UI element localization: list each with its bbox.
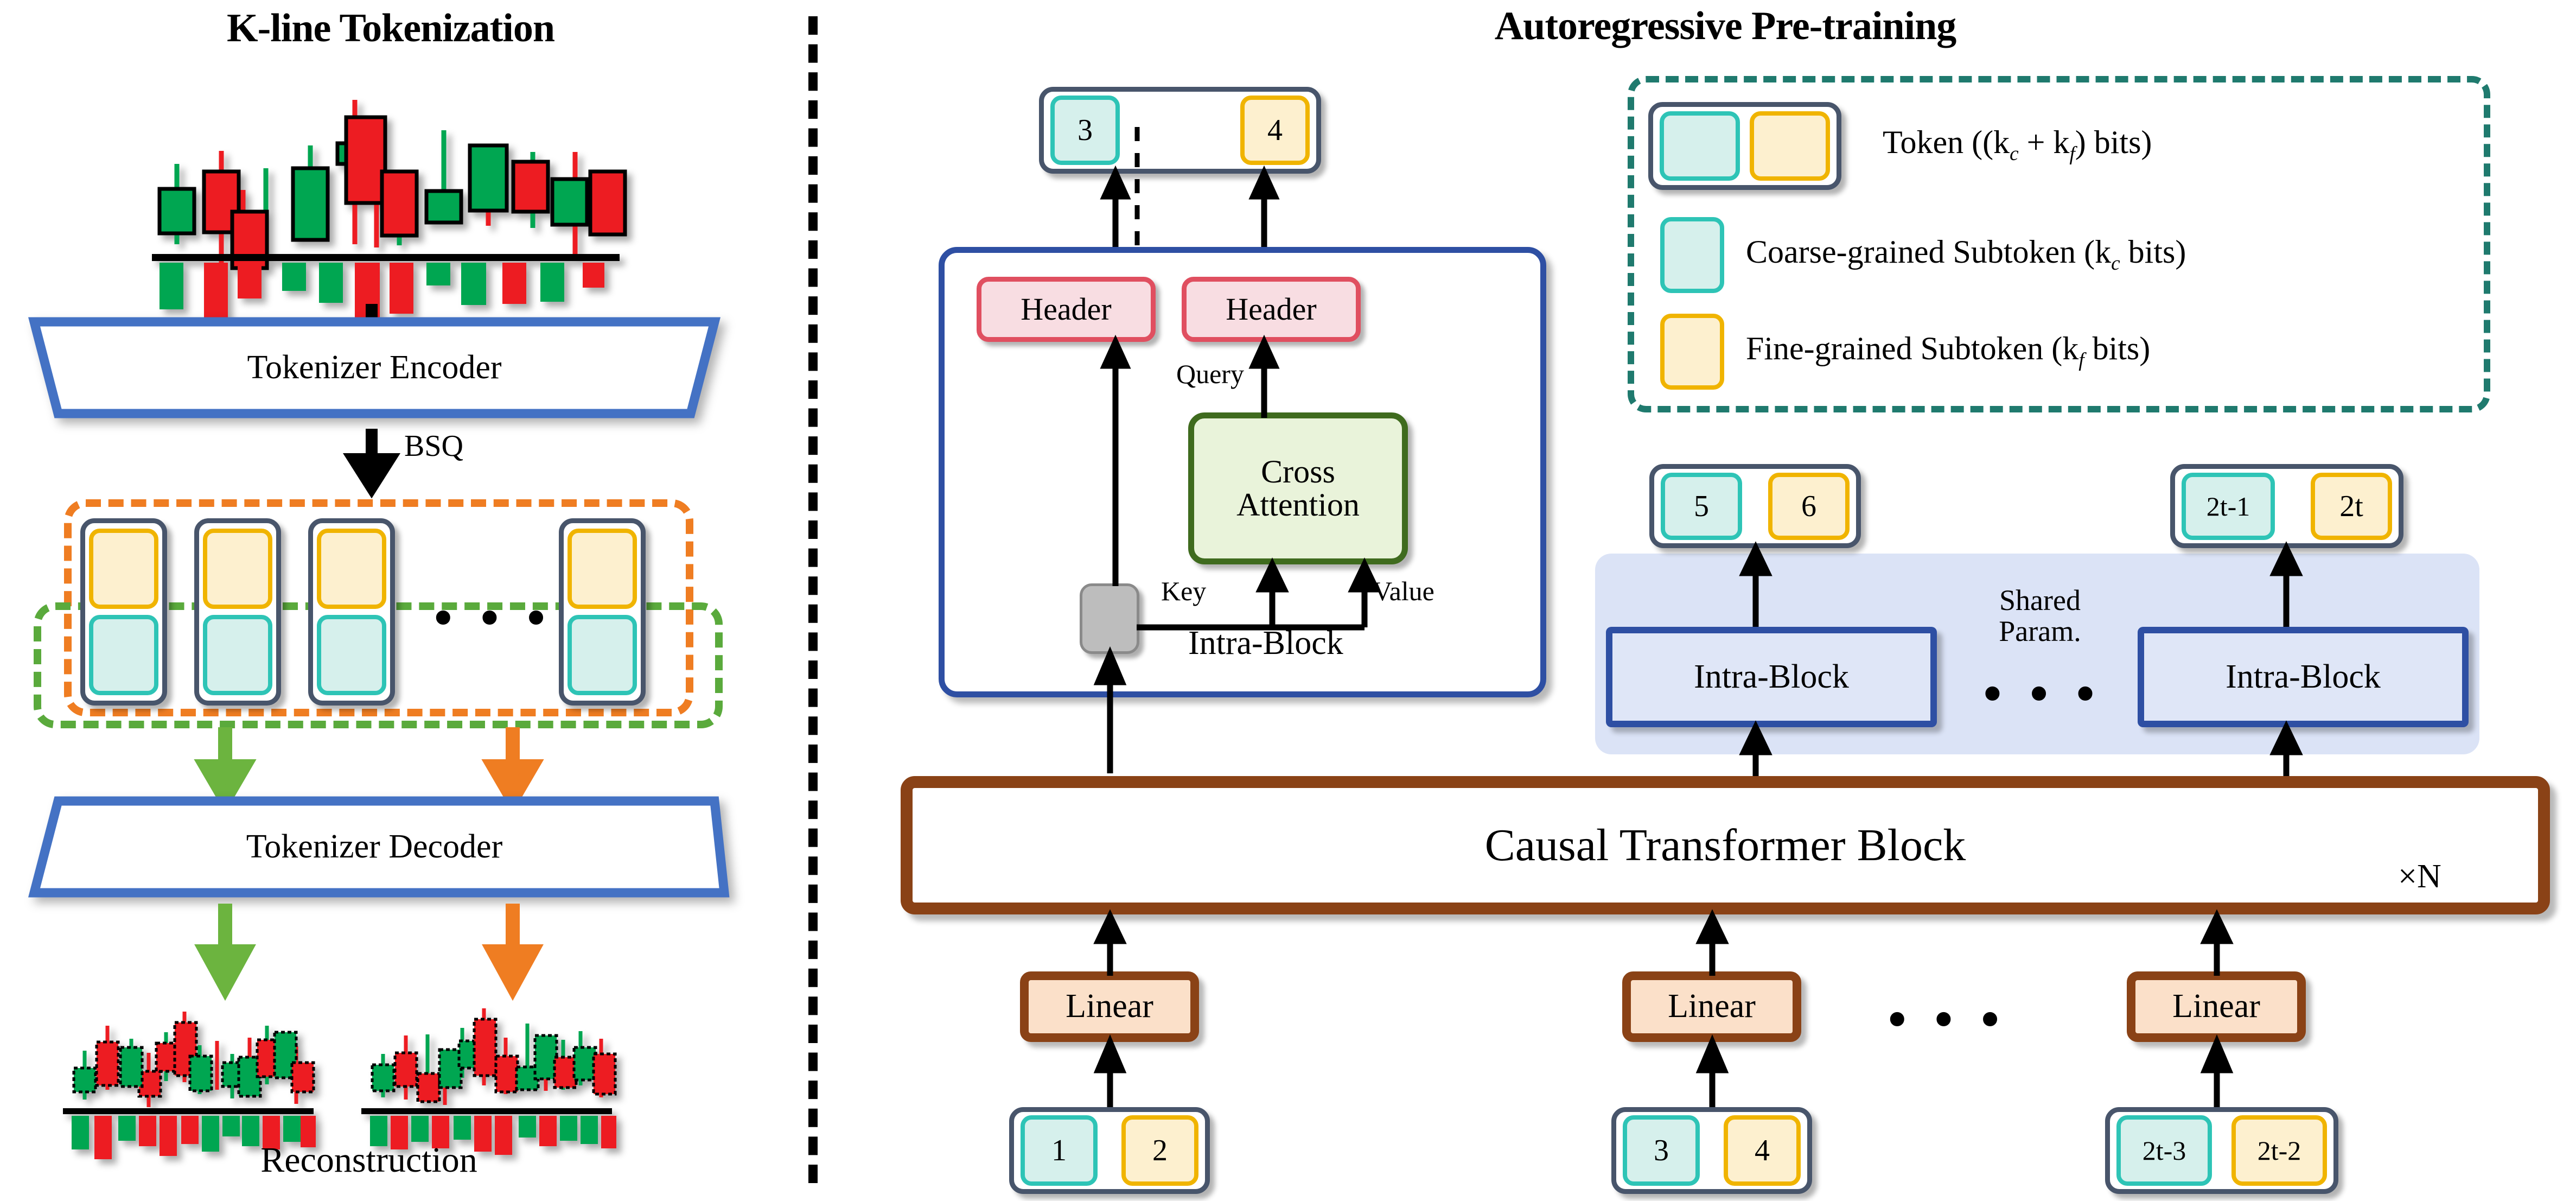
arrow-linear1-to-ctb — [1093, 909, 1127, 978]
linear-box-3[interactable]: Linear — [2127, 971, 2306, 1042]
reconstruction-chart-left — [60, 993, 364, 1159]
intra-block-shared-2[interactable]: Intra-Block — [2138, 627, 2469, 727]
linear-box-1[interactable]: Linear — [1020, 971, 1199, 1042]
intra-block-node[interactable] — [1080, 583, 1139, 654]
legend-label-fine: Fine-grained Subtoken (kf bits) — [1746, 331, 2151, 371]
value-label: Value — [1373, 576, 1434, 606]
key-value-routing — [1137, 557, 1419, 638]
arrow-intra2-to-token2t — [2269, 541, 2303, 632]
arrow-decoder-out-left — [194, 904, 256, 1001]
header-box-fine[interactable]: Header — [1182, 277, 1361, 342]
arrow-token34-to-linear2 — [1695, 1034, 1729, 1115]
output-fine-subtoken: 6 — [1768, 472, 1850, 540]
arrow-header1-to-output — [1100, 165, 1131, 257]
arrow-coarse-to-decoder — [194, 727, 257, 813]
panel-divider — [808, 16, 818, 1183]
cross-attention-line1: Cross — [1261, 453, 1335, 490]
output-coarse-subtoken: 2t-1 — [2182, 472, 2275, 540]
coarse-subtoken — [203, 615, 272, 695]
tokens-ellipsis: • • • — [434, 588, 553, 646]
header-box-coarse[interactable]: Header — [977, 277, 1156, 342]
input-fine-subtoken: 4 — [1724, 1115, 1801, 1186]
arrow-token2t3-to-linear3 — [2200, 1034, 2234, 1115]
arrow-header2-to-output — [1248, 165, 1280, 257]
cross-attention-box[interactable]: Cross Attention — [1188, 412, 1408, 564]
input-coarse-subtoken: 2t-3 — [2116, 1115, 2212, 1186]
shared-param-ellipsis: • • • — [1983, 664, 2102, 722]
repeat-n-label: ×N — [2398, 858, 2441, 895]
tokenizer-encoder-label: Tokenizer Encoder — [247, 349, 502, 386]
legend-swatch-fine — [1660, 314, 1724, 390]
legend-swatch-coarse — [1660, 217, 1724, 293]
right-panel-title: Autoregressive Pre-training — [1494, 4, 1957, 48]
arrow-linear3-to-ctb — [2200, 909, 2234, 978]
arrow-linear2-to-ctb — [1695, 909, 1729, 978]
fine-subtoken — [568, 529, 637, 609]
input-fine-subtoken: 2 — [1121, 1115, 1198, 1186]
input-token-2t3-2t2[interactable]: 2t-3 2t-2 — [2105, 1107, 2338, 1194]
input-token-1-2[interactable]: 1 2 — [1009, 1107, 1210, 1194]
output-fine-subtoken: 2t — [2311, 472, 2392, 540]
reconstruction-label: Reconstruction — [260, 1140, 477, 1180]
arrow-intra1-to-token56 — [1739, 541, 1772, 632]
arrow-token12-to-linear1 — [1093, 1034, 1127, 1115]
output-token-2t1-2t[interactable]: 2t-1 2t — [2170, 464, 2403, 548]
legend-box — [1628, 76, 2490, 412]
tokenizer-decoder-label: Tokenizer Decoder — [246, 828, 503, 865]
fine-subtoken — [89, 529, 158, 609]
output-token-5-6[interactable]: 5 6 — [1649, 464, 1861, 548]
legend-label-coarse: Coarse-grained Subtoken (kc bits) — [1746, 234, 2186, 275]
coarse-subtoken — [89, 615, 158, 695]
token-vertical-2[interactable] — [194, 518, 281, 706]
tokenizer-decoder[interactable]: Tokenizer Decoder — [24, 796, 730, 898]
output-token-3-4[interactable]: 3 4 — [1039, 87, 1321, 174]
input-kline-chart — [146, 65, 627, 328]
arrow-encoder-to-bsq — [342, 429, 401, 499]
token-vertical-1[interactable] — [80, 518, 167, 706]
input-coarse-subtoken: 3 — [1623, 1115, 1700, 1186]
line-node-to-header1 — [1100, 334, 1131, 589]
token-vertical-last[interactable] — [559, 518, 646, 706]
causal-transformer-block-label: Causal Transformer Block — [1484, 819, 1966, 870]
query-label: Query — [1176, 359, 1244, 389]
output-coarse-subtoken: 3 — [1050, 96, 1120, 165]
causal-transformer-block[interactable]: Causal Transformer Block — [901, 776, 2550, 914]
arrow-cross-to-header2 — [1248, 334, 1280, 421]
legend-swatch-token — [1648, 102, 1841, 190]
key-label: Key — [1161, 576, 1207, 606]
shared-param-line1: Shared — [1999, 584, 2081, 617]
coarse-subtoken — [317, 615, 386, 695]
fine-subtoken — [203, 529, 272, 609]
input-coarse-subtoken: 1 — [1021, 1115, 1098, 1186]
tokenizer-encoder[interactable]: Tokenizer Encoder — [24, 317, 724, 418]
reconstruction-chart-right — [358, 993, 662, 1159]
fine-subtoken — [317, 529, 386, 609]
shared-param-label: Shared Param. — [1959, 585, 2121, 646]
intra-block-shared-1[interactable]: Intra-Block — [1606, 627, 1937, 727]
legend-coarse-part — [1660, 111, 1740, 181]
legend-fine-part — [1750, 111, 1830, 181]
token-vertical-3[interactable] — [308, 518, 395, 706]
legend-label-token: Token ((kc + kf) bits) — [1883, 124, 2152, 165]
arrow-decoder-out-right — [482, 904, 544, 1001]
input-fine-subtoken: 2t-2 — [2231, 1115, 2327, 1186]
cross-attention-line2: Attention — [1236, 487, 1360, 523]
intra-block-inner-label: Intra-Block — [1188, 625, 1343, 662]
coarse-subtoken — [568, 615, 637, 695]
shared-param-line2: Param. — [1999, 614, 2081, 647]
output-fine-subtoken: 4 — [1240, 96, 1310, 165]
left-panel-title: K-line Tokenization — [227, 6, 555, 50]
linear-box-2[interactable]: Linear — [1622, 971, 1801, 1042]
output-coarse-subtoken: 5 — [1661, 472, 1742, 540]
input-token-3-4[interactable]: 3 4 — [1611, 1107, 1812, 1194]
arrow-fine-to-decoder — [481, 727, 544, 813]
linear-row-ellipsis: • • • — [1888, 990, 2007, 1048]
arrow-ctb-to-node — [1093, 646, 1127, 776]
bsq-label: BSQ — [404, 429, 463, 463]
